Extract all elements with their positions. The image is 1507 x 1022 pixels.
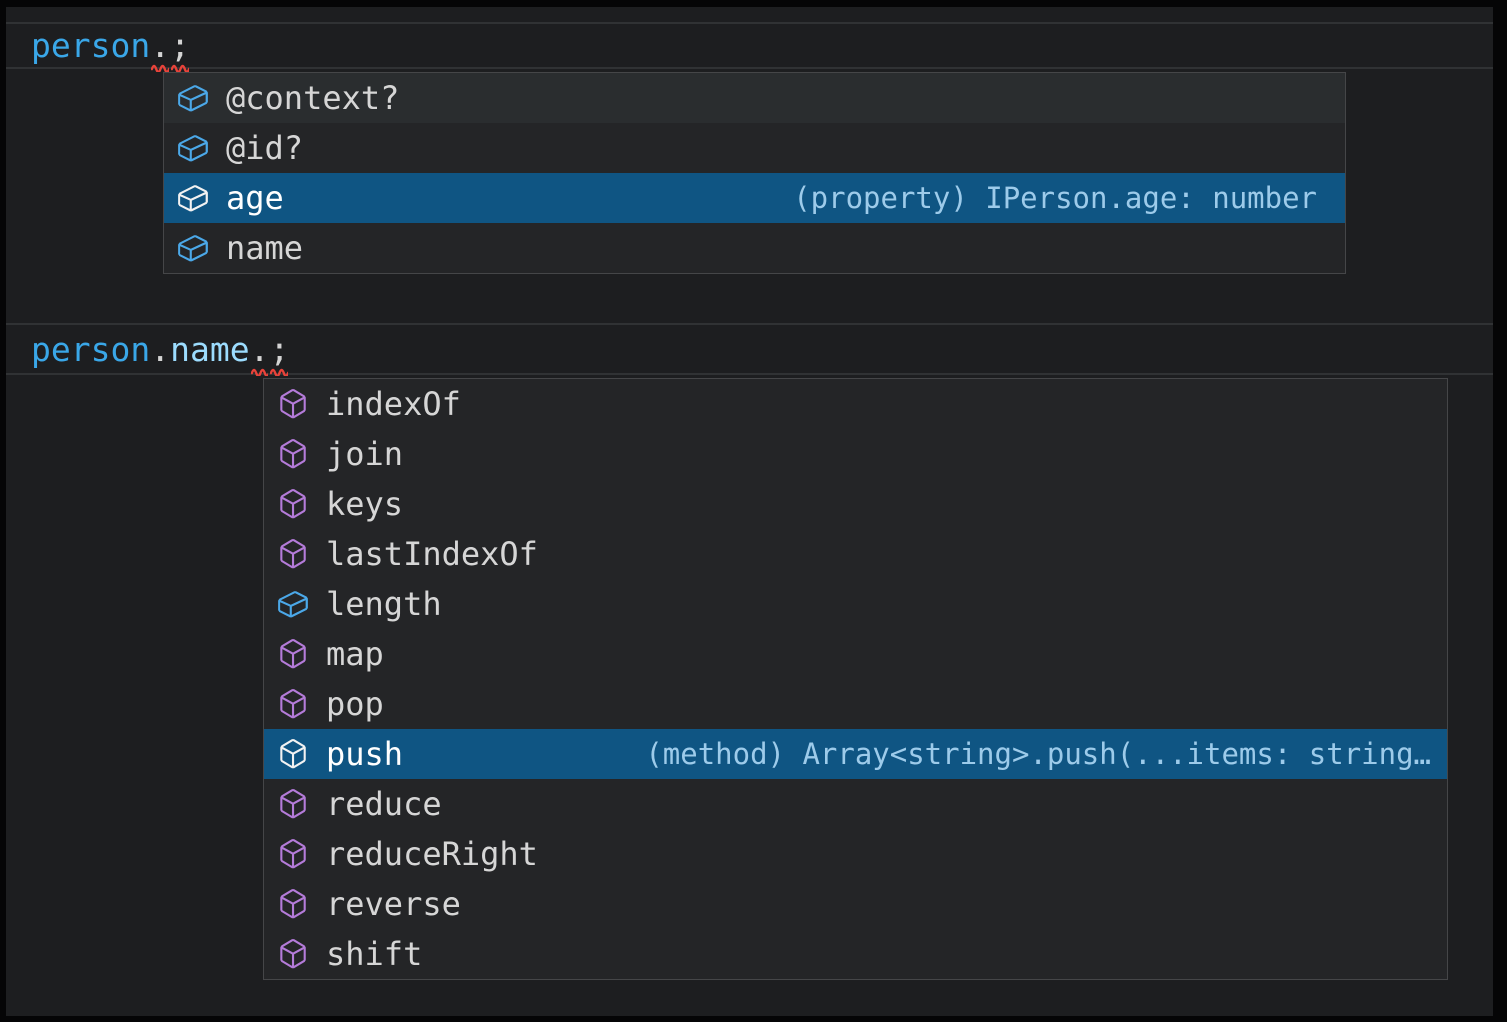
suggestion-label: @id? bbox=[226, 129, 304, 167]
method-icon bbox=[276, 737, 310, 771]
suggestion-item[interactable]: keys bbox=[264, 479, 1447, 529]
suggest-widget-string-members: indexOf join bbox=[263, 378, 1448, 980]
method-icon bbox=[276, 787, 310, 821]
method-icon bbox=[276, 437, 310, 471]
code-token: ; bbox=[269, 330, 289, 376]
current-line-border bbox=[6, 323, 1493, 325]
suggestion-item[interactable]: age (property) IPerson.age: number bbox=[164, 173, 1345, 223]
method-icon bbox=[276, 487, 310, 521]
error-squiggle-icon bbox=[151, 64, 170, 72]
suggestion-item[interactable]: pop bbox=[264, 679, 1447, 729]
code-token: person bbox=[31, 26, 151, 65]
error-squiggle-icon bbox=[171, 64, 189, 72]
method-icon bbox=[276, 637, 310, 671]
suggestion-item[interactable]: name bbox=[164, 223, 1345, 273]
suggestion-label: length bbox=[326, 585, 442, 623]
suggestion-label: lastIndexOf bbox=[326, 535, 538, 573]
suggestion-label: keys bbox=[326, 485, 404, 523]
suggestion-label: reduceRight bbox=[326, 835, 538, 873]
suggestion-label: join bbox=[326, 435, 404, 473]
current-line-border bbox=[6, 373, 1493, 375]
suggestion-item[interactable]: map bbox=[264, 629, 1447, 679]
suggestion-item[interactable]: reduceRight bbox=[264, 829, 1447, 879]
suggestion-detail: (property) IPerson.age: number bbox=[793, 181, 1317, 215]
current-line-border bbox=[6, 22, 1493, 24]
code-token: ; bbox=[170, 26, 190, 72]
field-icon bbox=[176, 131, 210, 165]
suggestion-item[interactable]: reduce bbox=[264, 779, 1447, 829]
code-token: . bbox=[150, 330, 171, 369]
suggestion-item[interactable]: shift bbox=[264, 929, 1447, 979]
suggestion-label: indexOf bbox=[326, 385, 461, 423]
field-icon bbox=[276, 587, 310, 621]
field-icon bbox=[176, 231, 210, 265]
suggest-widget-properties: @context? @id? bbox=[163, 72, 1346, 274]
field-icon bbox=[176, 181, 210, 215]
suggestion-item[interactable]: @id? bbox=[164, 123, 1345, 173]
method-icon bbox=[276, 537, 310, 571]
error-squiggle-icon bbox=[250, 368, 269, 376]
method-icon bbox=[276, 887, 310, 921]
suggestion-label: reduce bbox=[326, 785, 442, 823]
current-line-border bbox=[6, 67, 1493, 69]
suggestion-item[interactable]: length bbox=[264, 579, 1447, 629]
code-line-1[interactable]: person.; bbox=[31, 24, 190, 72]
method-icon bbox=[276, 687, 310, 721]
code-token: name bbox=[170, 330, 250, 369]
code-token: person bbox=[31, 330, 151, 369]
method-icon bbox=[276, 937, 310, 971]
field-icon bbox=[176, 81, 210, 115]
method-icon bbox=[276, 837, 310, 871]
suggestion-label: pop bbox=[326, 685, 384, 723]
suggestion-item[interactable]: join bbox=[264, 429, 1447, 479]
suggestion-label: name bbox=[226, 229, 304, 267]
suggestion-label: push bbox=[326, 735, 404, 773]
method-icon bbox=[276, 387, 310, 421]
error-squiggle-icon bbox=[270, 368, 289, 376]
code-token: . bbox=[150, 26, 170, 72]
suggestion-label: @context? bbox=[226, 79, 400, 117]
suggestion-detail: (method) Array<string>.push(...items: st… bbox=[645, 737, 1431, 771]
suggestion-item[interactable]: push (method) Array<string>.push(...item… bbox=[264, 729, 1447, 779]
suggestion-label: map bbox=[326, 635, 384, 673]
suggestion-item[interactable]: indexOf bbox=[264, 379, 1447, 429]
suggestion-label: age bbox=[226, 179, 284, 217]
suggestion-item[interactable]: lastIndexOf bbox=[264, 529, 1447, 579]
suggestion-item[interactable]: reverse bbox=[264, 879, 1447, 929]
suggestion-label: shift bbox=[326, 935, 423, 973]
code-token: . bbox=[250, 330, 269, 376]
code-editor[interactable]: person.; @context? bbox=[6, 7, 1493, 1016]
suggestion-item[interactable]: @context? bbox=[164, 73, 1345, 123]
code-line-2[interactable]: person.name.; bbox=[31, 328, 289, 376]
suggestion-label: reverse bbox=[326, 885, 461, 923]
